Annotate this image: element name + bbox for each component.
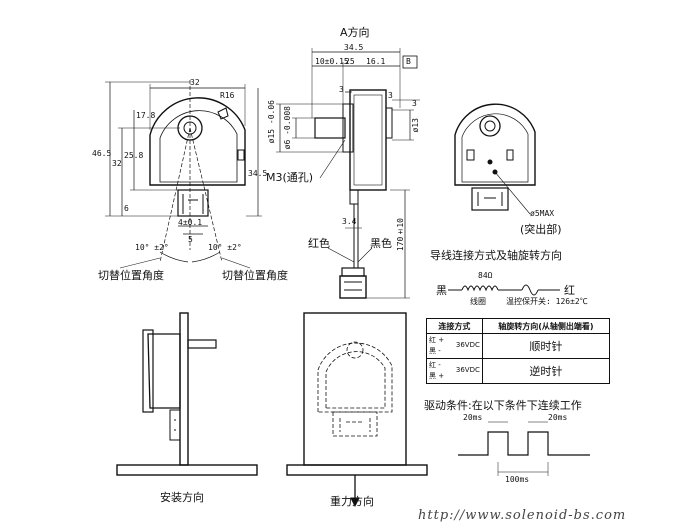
wiring-title: 导线连接方式及轴旋转方向 (430, 249, 562, 262)
m3-through-hole-label: M3(通孔) (266, 171, 314, 184)
dim-length-16-1: 16.1 (366, 57, 386, 66)
switch-angle-right-label: 切替位置角度 (222, 269, 288, 282)
dim-length-3b: 3 (388, 91, 393, 100)
black-wire-label: 黑色 (370, 237, 392, 250)
a-direction-label: A方向 (340, 26, 370, 39)
dim-width-5: 5 (188, 235, 193, 244)
dim-height-6: 6 (124, 204, 129, 213)
wiring-table: 连接方式 轴旋转方向(从轴侧出端看) 红 + 36VDC 黑 - 顺时针 红 -… (426, 318, 611, 384)
row2-black: 黑 + (429, 372, 445, 380)
dim-wire-length-170: 170±10 (396, 218, 405, 252)
dim-dia-6: ø6 -0.008 (283, 106, 292, 150)
side-view (276, 48, 420, 299)
row1-black: 黑 - (429, 347, 441, 355)
table-cell-direction-1: 顺时针 (481, 333, 611, 359)
mounting-direction-caption: 安装方向 (160, 491, 204, 504)
mount-view-right (286, 312, 428, 508)
pulse-period: 100ms (505, 475, 530, 484)
phi5max-label: ø5MAX (530, 209, 555, 218)
circuit-red-label: 红 (564, 284, 575, 297)
row2-red: 红 - (429, 361, 441, 369)
dim-height-25-8: 25.8 (124, 151, 144, 160)
coil-circuit (448, 284, 560, 296)
table-row: 红 - 36VDC 黑 + 逆时针 (426, 358, 611, 384)
table-cell-connection-2: 红 - 36VDC 黑 + (426, 358, 483, 384)
dim-height-17-8: 17.8 (136, 111, 156, 120)
dim-width-4: 4±0.1 (178, 218, 203, 227)
table-cell-connection-1: 红 + 36VDC 黑 - (426, 333, 483, 359)
dim-length-25: 25 (345, 57, 355, 66)
rear-view (454, 103, 536, 215)
drive-condition-label: 驱动条件:在以下条件下连续工作 (424, 399, 582, 412)
row2-voltage: 36VDC (455, 366, 480, 374)
dim-height-32: 32 (112, 159, 122, 168)
row1-voltage: 36VDC (455, 341, 480, 349)
datum-b-label: B (406, 57, 411, 66)
table-header-rotation: 轴旋转方向(从轴侧出端看) (481, 318, 611, 334)
dim-dia-15: ø15 -0.06 (267, 100, 276, 144)
pulse-on-2: 20ms (548, 413, 568, 422)
pulse-on-1: 20ms (463, 413, 483, 422)
row1-red: 红 + (429, 336, 445, 344)
dim-angle-right: 10° ±2° (208, 243, 242, 252)
dim-dia-13: ø13 (411, 118, 420, 133)
mount-view-left (116, 312, 258, 476)
table-row: 红 + 36VDC 黑 - 顺时针 (426, 333, 611, 359)
dim-angle-left: 10° ±2° (135, 243, 169, 252)
website-watermark: http://www.solenoid-bs.com (418, 508, 627, 523)
pulse-waveform (458, 421, 590, 476)
dim-radius-16: R16 (220, 91, 235, 100)
table-cell-direction-2: 逆时针 (481, 358, 611, 384)
red-wire-label: 红色 (308, 237, 330, 250)
switch-angle-left-label: 切替位置角度 (98, 269, 164, 282)
dim-length-3-4: 3.4 (342, 217, 357, 226)
dim-length-10: 10±0.15 (315, 57, 349, 66)
dim-length-3a: 3 (339, 85, 344, 94)
gravity-direction-caption: 重力方向 (330, 495, 374, 508)
front-view (105, 80, 262, 269)
protrusion-label: (突出部) (520, 223, 562, 236)
thermal-switch-label: 温控保开关: 126±2℃ (506, 297, 588, 306)
dim-height-34-5: 34.5 (248, 169, 268, 178)
dim-length-3c: 3 (412, 99, 417, 108)
coil-resistance-label: 84Ω (478, 271, 493, 280)
table-header-connection: 连接方式 (426, 318, 483, 334)
dim-width-32: 32 (190, 78, 200, 87)
circuit-black-label: 黑 (436, 284, 447, 297)
dim-height-46-5: 46.5 (92, 149, 112, 158)
dim-length-34-5: 34.5 (344, 43, 364, 52)
coil-label: 线圈 (470, 297, 486, 306)
